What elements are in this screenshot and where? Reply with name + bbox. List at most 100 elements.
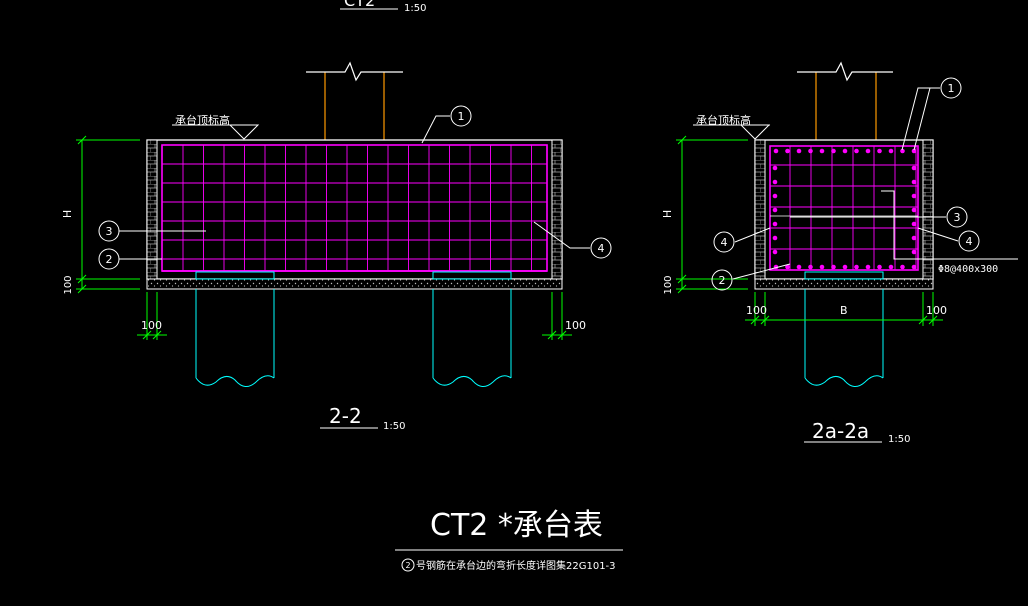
- brick-side-wall-right: [922, 139, 934, 280]
- top-title-label: CT2: [344, 0, 375, 10]
- callout-number: 3: [106, 225, 113, 238]
- break-line: [306, 61, 403, 82]
- callout-2-left: 2: [98, 248, 162, 270]
- bedding-layer: [146, 278, 563, 290]
- callout-4-right-b: 4: [917, 227, 980, 252]
- section-scale: 1:50: [888, 434, 910, 445]
- rebar-dot: [900, 148, 905, 154]
- pile-heads-left: [195, 271, 512, 280]
- callout-number: 3: [954, 211, 961, 224]
- dimension-bottom-right: [745, 292, 943, 326]
- rebar-dot: [911, 193, 917, 199]
- rebar-dot: [772, 179, 778, 185]
- rebar-dot: [831, 264, 836, 270]
- rebar-dot: [854, 264, 859, 270]
- callout-number: 4: [721, 236, 728, 249]
- rebar-dot: [808, 264, 813, 270]
- elevation-label: 承台顶标高: [175, 113, 230, 127]
- pile-left-1: [195, 289, 275, 387]
- callout-4-right-a: 4: [713, 227, 771, 253]
- dimension-height-right: [676, 135, 748, 294]
- dim-height-label: H: [61, 210, 74, 218]
- rebar-dot: [911, 221, 917, 227]
- rebar-dot: [772, 221, 778, 227]
- note-marker: 2: [405, 561, 410, 570]
- note-marker-circle: [401, 558, 415, 572]
- rebar-dot: [911, 165, 917, 171]
- dim-width-label: B: [840, 304, 848, 317]
- rebar-cage-right: [769, 145, 919, 271]
- rebar-dot: [796, 264, 802, 270]
- rebar-dot: [772, 165, 778, 171]
- section-title-2a-2a: 2a-2a 1:50: [804, 419, 910, 445]
- stirrup-note: Φ8@400x300: [881, 190, 1018, 275]
- rebar-cage-left: [161, 144, 548, 272]
- rebar-dot: [911, 249, 917, 255]
- section-title: 2-2: [329, 404, 362, 428]
- rebar-dot: [785, 264, 790, 270]
- dim-base-label: 100: [63, 275, 74, 294]
- section-2a-2a: 承台顶标高 H 100: [661, 61, 1018, 445]
- rebar-dot: [808, 148, 813, 154]
- rebar-dot: [854, 148, 859, 154]
- callout-4-left: 4: [533, 221, 612, 259]
- rebar-dot: [865, 148, 871, 154]
- callout-3-left: 3: [98, 220, 206, 242]
- top-title-fragment: CT2 1:50: [340, 0, 426, 14]
- rebar-dot: [865, 264, 871, 270]
- note-text: 号钢筋在承台边的弯折长度详图集22G101-3: [416, 559, 616, 572]
- rebar-dot: [772, 193, 778, 199]
- callout-3-right: 3: [790, 206, 968, 228]
- dim-left-label: 100: [746, 304, 767, 317]
- brick-side-wall-left: [754, 139, 766, 280]
- callout-number: 4: [966, 235, 973, 248]
- rebar-dot: [796, 148, 802, 154]
- column-stub-left: [306, 61, 403, 140]
- callout-number: 1: [458, 110, 465, 123]
- section-scale: 1:50: [383, 421, 405, 432]
- brick-side-wall-right: [551, 139, 563, 280]
- dim-left-label: 100: [141, 319, 162, 332]
- rebar-dot: [911, 207, 917, 213]
- rebar-dots-right: [772, 148, 917, 270]
- dimension-height-left: [76, 135, 140, 294]
- table-title: CT2 *承台表: [430, 508, 603, 543]
- dimension-bottom-left: [137, 292, 572, 340]
- dim-height-label: H: [661, 210, 674, 218]
- break-line: [797, 61, 893, 82]
- callout-number: 4: [598, 242, 605, 255]
- rebar-dot: [772, 207, 778, 213]
- rebar-dot: [911, 264, 917, 270]
- elevation-mark-right: 承台顶标高: [693, 113, 771, 140]
- rebar-dot: [911, 235, 917, 241]
- pile-right: [804, 271, 884, 387]
- elevation-mark-left: 承台顶标高: [172, 113, 260, 140]
- dim-right-label: 100: [565, 319, 586, 332]
- rebar-dot: [877, 264, 882, 270]
- rebar-dot: [877, 148, 882, 154]
- rebar-dot: [831, 148, 836, 154]
- rebar-dot: [900, 264, 905, 270]
- callout-number: 1: [948, 82, 955, 95]
- dim-base-label: 100: [663, 275, 674, 294]
- pile-left-2: [432, 289, 512, 387]
- callout-1-right: 1: [901, 77, 962, 151]
- rebar-dot: [819, 264, 825, 270]
- table-title-block: CT2 *承台表 2 号钢筋在承台边的弯折长度详图集22G101-3: [395, 508, 623, 572]
- rebar-dot: [911, 179, 917, 185]
- column-stub-right: [797, 61, 893, 140]
- rebar-dot: [819, 148, 825, 154]
- section-title-2-2: 2-2 1:50: [320, 404, 405, 432]
- brick-side-wall-left: [146, 139, 158, 280]
- top-title-scale: 1:50: [404, 3, 426, 14]
- rebar-dot: [888, 264, 894, 270]
- section-title: 2a-2a: [812, 419, 869, 443]
- rebar-dot: [772, 235, 778, 241]
- callout-1-left: 1: [421, 105, 472, 144]
- rebar-dot: [842, 264, 848, 270]
- stirrup-note-text: Φ8@400x300: [938, 264, 998, 275]
- rebar-dot: [888, 148, 894, 154]
- bedding-layer: [754, 278, 934, 290]
- rebar-dot: [772, 249, 778, 255]
